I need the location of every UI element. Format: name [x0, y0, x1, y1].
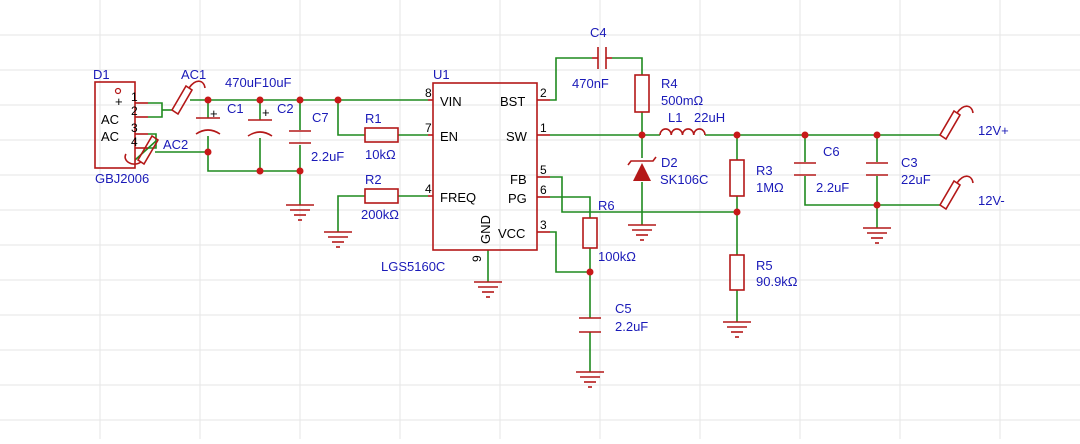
- u1-pin-gnd: GND: [478, 215, 493, 244]
- d2-diode: D2 SK106C: [627, 155, 708, 187]
- u1-pin-en: EN: [440, 129, 458, 144]
- c3-value: 22uF: [901, 172, 931, 187]
- r6-value: 100kΩ: [598, 249, 636, 264]
- r3-value: 1MΩ: [756, 180, 784, 195]
- d1-value: GBJ2006: [95, 171, 149, 186]
- u1-pin-vcc: VCC: [498, 226, 525, 241]
- output-negative-connector: 12V-: [938, 175, 1005, 211]
- r4-ref: R4: [661, 76, 678, 91]
- c6-capacitor: C6 2.2uF: [794, 144, 849, 195]
- ground-c5-icon: [576, 371, 604, 388]
- r3-ref: R3: [756, 163, 773, 178]
- u1-pin-bst: BST: [500, 94, 525, 109]
- c5-capacitor: C5 2.2uF: [579, 301, 648, 334]
- ground-r5-icon: [723, 321, 751, 338]
- u1-ref: U1: [433, 67, 450, 82]
- ac1-ref: AC1: [181, 67, 206, 82]
- c7-ref: C7: [312, 110, 329, 125]
- c4-ref: C4: [590, 25, 607, 40]
- u1-pin-8-num: 8: [425, 86, 432, 100]
- c1-value: 470uF10uF: [225, 75, 292, 90]
- d2-ref: D2: [661, 155, 678, 170]
- c4-value: 470nF: [572, 76, 609, 91]
- d2-value: SK106C: [660, 172, 708, 187]
- c5-value: 2.2uF: [615, 319, 648, 334]
- r5-value: 90.9kΩ: [756, 274, 798, 289]
- u1-pin-pg: PG: [508, 191, 527, 206]
- r2-value: 200kΩ: [361, 207, 399, 222]
- ground-c7-icon: [286, 204, 314, 221]
- ground-symbols: [286, 204, 891, 388]
- d1-bridge-rectifier: D1 + AC AC 1 2 3 4 GBJ2006: [93, 67, 149, 186]
- c3-capacitor: C3 22uF: [866, 155, 931, 187]
- u1-pin-sw: SW: [506, 129, 528, 144]
- u1-ic: U1 8 VIN 7 EN 4 FREQ 2 BST 1 SW 5 FB 6 P…: [381, 67, 550, 274]
- r1-resistor: R1 10kΩ: [364, 111, 399, 162]
- svg-text:+: +: [262, 105, 270, 120]
- output-negative-label: 12V-: [978, 193, 1005, 208]
- ground-d2-icon: [628, 224, 656, 241]
- ground-r2-icon: [324, 231, 352, 248]
- u1-pin-2-num: 2: [540, 86, 547, 100]
- r2-resistor: R2 200kΩ: [361, 172, 399, 222]
- r4-value: 500mΩ: [661, 93, 704, 108]
- l1-ref: L1: [668, 110, 682, 125]
- ac1-connector: AC1: [170, 67, 206, 116]
- u1-pin-6-num: 6: [540, 183, 547, 197]
- c1-capacitor: + C1 470uF10uF: [195, 75, 292, 135]
- u1-pin-7-num: 7: [425, 121, 432, 135]
- ac2-connector: AC2: [124, 134, 188, 166]
- r2-ref: R2: [365, 172, 382, 187]
- d1-ac-bottom: AC: [101, 129, 119, 144]
- junctions: [204, 96, 881, 276]
- d1-ac-top: AC: [101, 112, 119, 127]
- r5-resistor: R5 90.9kΩ: [729, 254, 798, 291]
- u1-pin-1-num: 1: [540, 121, 547, 135]
- r5-ref: R5: [756, 258, 773, 273]
- ground-c3-icon: [863, 227, 891, 244]
- r1-value: 10kΩ: [365, 147, 396, 162]
- u1-pin-9-num: 9: [470, 255, 484, 262]
- u1-pin-freq: FREQ: [440, 190, 476, 205]
- c2-capacitor: + C2: [247, 101, 294, 137]
- d1-pin-3: 3: [131, 121, 138, 135]
- r3-resistor: R3 1MΩ: [729, 159, 784, 197]
- l1-value: 22uH: [694, 110, 725, 125]
- u1-pin-3-num: 3: [540, 218, 547, 232]
- ac2-ref: AC2: [163, 137, 188, 152]
- output-positive-label: 12V+: [978, 123, 1009, 138]
- r1-ref: R1: [365, 111, 382, 126]
- c7-capacitor: C7 2.2uF: [289, 110, 344, 164]
- r4-resistor: R4 500mΩ: [634, 74, 704, 113]
- r6-resistor: R6 100kΩ: [582, 198, 636, 264]
- c2-ref: C2: [277, 101, 294, 116]
- c4-capacitor: C4 470nF: [572, 25, 612, 91]
- u1-pin-5-num: 5: [540, 163, 547, 177]
- c5-ref: C5: [615, 301, 632, 316]
- d1-pin-4: 4: [131, 135, 138, 149]
- ground-u1-icon: [474, 281, 502, 298]
- output-positive-connector: 12V+: [938, 105, 1009, 141]
- u1-pin-fb: FB: [510, 172, 527, 187]
- c6-ref: C6: [823, 144, 840, 159]
- d1-ref: D1: [93, 67, 110, 82]
- u1-pin-vin: VIN: [440, 94, 462, 109]
- r6-ref: R6: [598, 198, 615, 213]
- u1-value: LGS5160C: [381, 259, 445, 274]
- c6-value: 2.2uF: [816, 180, 849, 195]
- d1-pin-1: 1: [131, 90, 138, 104]
- d1-pin-2: 2: [131, 104, 138, 118]
- u1-pin-4-num: 4: [425, 182, 432, 196]
- c1-ref: C1: [227, 101, 244, 116]
- d1-plus-pin: +: [115, 94, 123, 109]
- l1-inductor: L1 22uH: [659, 110, 725, 136]
- c7-value: 2.2uF: [311, 149, 344, 164]
- svg-text:+: +: [210, 106, 218, 121]
- c3-ref: C3: [901, 155, 918, 170]
